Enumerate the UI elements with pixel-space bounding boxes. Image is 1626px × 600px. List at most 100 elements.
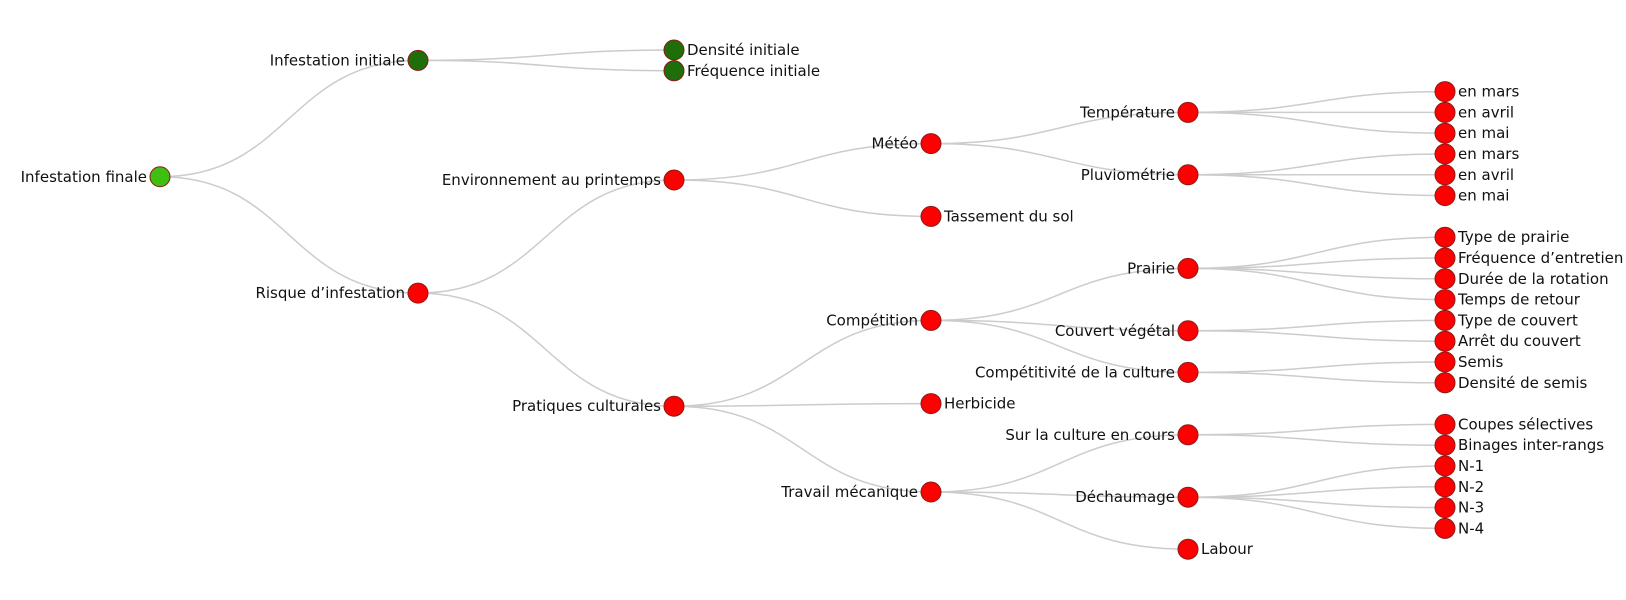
node-circle[interactable]	[920, 133, 942, 155]
tree-node-pratiques-culturales[interactable]: Pratiques culturales	[512, 395, 685, 417]
node-circle[interactable]	[1177, 101, 1199, 123]
node-circle[interactable]	[1434, 455, 1456, 477]
tree-node-risque-d-infestation[interactable]: Risque d’infestation	[255, 282, 429, 304]
node-circle[interactable]	[1434, 413, 1456, 435]
node-circle[interactable]	[1434, 517, 1456, 539]
tree-node-densite-de-semis[interactable]: Densité de semis	[1434, 372, 1587, 394]
node-circle[interactable]	[407, 49, 429, 71]
node-circle[interactable]	[1434, 330, 1456, 352]
tree-node-environnement-au-printemps[interactable]: Environnement au printemps	[442, 169, 685, 191]
node-circle[interactable]	[149, 166, 171, 188]
node-circle[interactable]	[1434, 497, 1456, 519]
tree-node-dechaumage[interactable]: Déchaumage	[1075, 486, 1199, 508]
node-circle[interactable]	[1177, 164, 1199, 186]
node-circle[interactable]	[663, 395, 685, 417]
tree-node-sur-la-culture-en-cours[interactable]: Sur la culture en cours	[1005, 424, 1199, 446]
node-circle[interactable]	[1434, 81, 1456, 103]
tree-link	[417, 59, 675, 72]
node-label: Durée de la rotation	[1458, 270, 1609, 288]
node-circle[interactable]	[1434, 309, 1456, 331]
node-circle[interactable]	[1434, 351, 1456, 373]
tree-node-travail-mecanique[interactable]: Travail mécanique	[780, 481, 942, 503]
node-circle[interactable]	[1177, 320, 1199, 342]
tree-link	[417, 292, 675, 407]
tree-link	[673, 319, 932, 407]
node-label: Type de prairie	[1457, 228, 1569, 246]
tree-node-temps-de-retour[interactable]: Temps de retour	[1434, 289, 1581, 311]
tree-node-en-mai[interactable]: en mai	[1434, 122, 1509, 144]
tree-node-temperature[interactable]: Température	[1079, 101, 1199, 123]
tree-node-herbicide[interactable]: Herbicide	[920, 393, 1016, 415]
tree-node-arret-du-couvert[interactable]: Arrêt du couvert	[1434, 330, 1581, 352]
tree-node-en-avril[interactable]: en avril	[1434, 101, 1514, 123]
tree-node-densite-initiale[interactable]: Densité initiale	[663, 39, 800, 61]
node-circle[interactable]	[1434, 434, 1456, 456]
node-circle[interactable]	[1434, 268, 1456, 290]
tree-link	[159, 59, 419, 178]
node-circle[interactable]	[1434, 289, 1456, 311]
node-circle[interactable]	[1177, 486, 1199, 508]
node-label: Arrêt du couvert	[1458, 332, 1581, 350]
tree-node-semis[interactable]: Semis	[1434, 351, 1504, 373]
tree-node-tassement-du-sol[interactable]: Tassement du sol	[920, 205, 1074, 227]
node-circle[interactable]	[1434, 164, 1456, 186]
node-circle[interactable]	[1177, 361, 1199, 383]
tree-node-couvert-vegetal[interactable]: Couvert végétal	[1055, 320, 1199, 342]
tree-node-n-2[interactable]: N-2	[1434, 476, 1484, 498]
tree-node-binages-inter-rangs[interactable]: Binages inter-rangs	[1434, 434, 1604, 456]
tree-node-frequence-initiale[interactable]: Fréquence initiale	[663, 60, 820, 82]
tree-node-labour[interactable]: Labour	[1177, 538, 1254, 560]
tree-node-n-1[interactable]: N-1	[1434, 455, 1484, 477]
tree-node-duree-de-la-rotation[interactable]: Durée de la rotation	[1434, 268, 1609, 290]
node-circle[interactable]	[920, 309, 942, 331]
tree-link	[1187, 267, 1446, 301]
tree-link	[930, 142, 1189, 176]
node-circle[interactable]	[1434, 101, 1456, 123]
node-circle[interactable]	[920, 205, 942, 227]
node-circle[interactable]	[1434, 143, 1456, 165]
node-circle[interactable]	[1434, 476, 1456, 498]
node-circle[interactable]	[1434, 122, 1456, 144]
tree-node-meteo[interactable]: Météo	[872, 133, 942, 155]
node-circle[interactable]	[1434, 372, 1456, 394]
tree-node-infestation-finale[interactable]: Infestation finale	[21, 166, 171, 188]
node-circle[interactable]	[920, 393, 942, 415]
node-circle[interactable]	[407, 282, 429, 304]
node-label: Infestation initiale	[270, 51, 405, 69]
tree-link	[417, 179, 675, 294]
tree-node-en-mars[interactable]: en mars	[1434, 81, 1519, 103]
tree-node-en-avril[interactable]: en avril	[1434, 164, 1514, 186]
node-label: Coupes sélectives	[1458, 415, 1593, 433]
tree-node-en-mars[interactable]: en mars	[1434, 143, 1519, 165]
node-label: en avril	[1458, 103, 1514, 121]
node-label: Temps de retour	[1457, 291, 1581, 309]
node-circle[interactable]	[920, 481, 942, 503]
tree-node-infestation-initiale[interactable]: Infestation initiale	[270, 49, 429, 71]
tree-node-en-mai[interactable]: en mai	[1434, 185, 1509, 207]
node-circle[interactable]	[663, 39, 685, 61]
tree-node-competition[interactable]: Compétition	[826, 309, 942, 331]
node-circle[interactable]	[663, 169, 685, 191]
tree-node-frequence-d-entretien[interactable]: Fréquence d’entretien	[1434, 247, 1623, 269]
node-circle[interactable]	[1434, 247, 1456, 269]
tree-node-n-4[interactable]: N-4	[1434, 517, 1484, 539]
node-circle[interactable]	[663, 60, 685, 82]
node-circle[interactable]	[1177, 257, 1199, 279]
tree-node-n-3[interactable]: N-3	[1434, 497, 1484, 519]
node-circle[interactable]	[1434, 226, 1456, 248]
tree-node-pluviometrie[interactable]: Pluviométrie	[1081, 164, 1199, 186]
tree-node-competitivite-de-la-culture[interactable]: Compétitivité de la culture	[975, 361, 1199, 383]
tree-node-coupes-selectives[interactable]: Coupes sélectives	[1434, 413, 1593, 435]
node-circle[interactable]	[1177, 424, 1199, 446]
tree-link	[930, 267, 1189, 322]
node-label: Pratiques culturales	[512, 397, 661, 415]
node-circle[interactable]	[1177, 538, 1199, 560]
node-label: en mars	[1458, 83, 1519, 101]
tree-node-prairie[interactable]: Prairie	[1127, 257, 1199, 279]
tree-node-type-de-prairie[interactable]: Type de prairie	[1434, 226, 1569, 248]
tree-node-type-de-couvert[interactable]: Type de couvert	[1434, 309, 1578, 331]
tree-link	[930, 319, 1189, 332]
node-circle[interactable]	[1434, 185, 1456, 207]
tree-link	[1187, 174, 1446, 197]
node-label: Binages inter-rangs	[1458, 436, 1604, 454]
